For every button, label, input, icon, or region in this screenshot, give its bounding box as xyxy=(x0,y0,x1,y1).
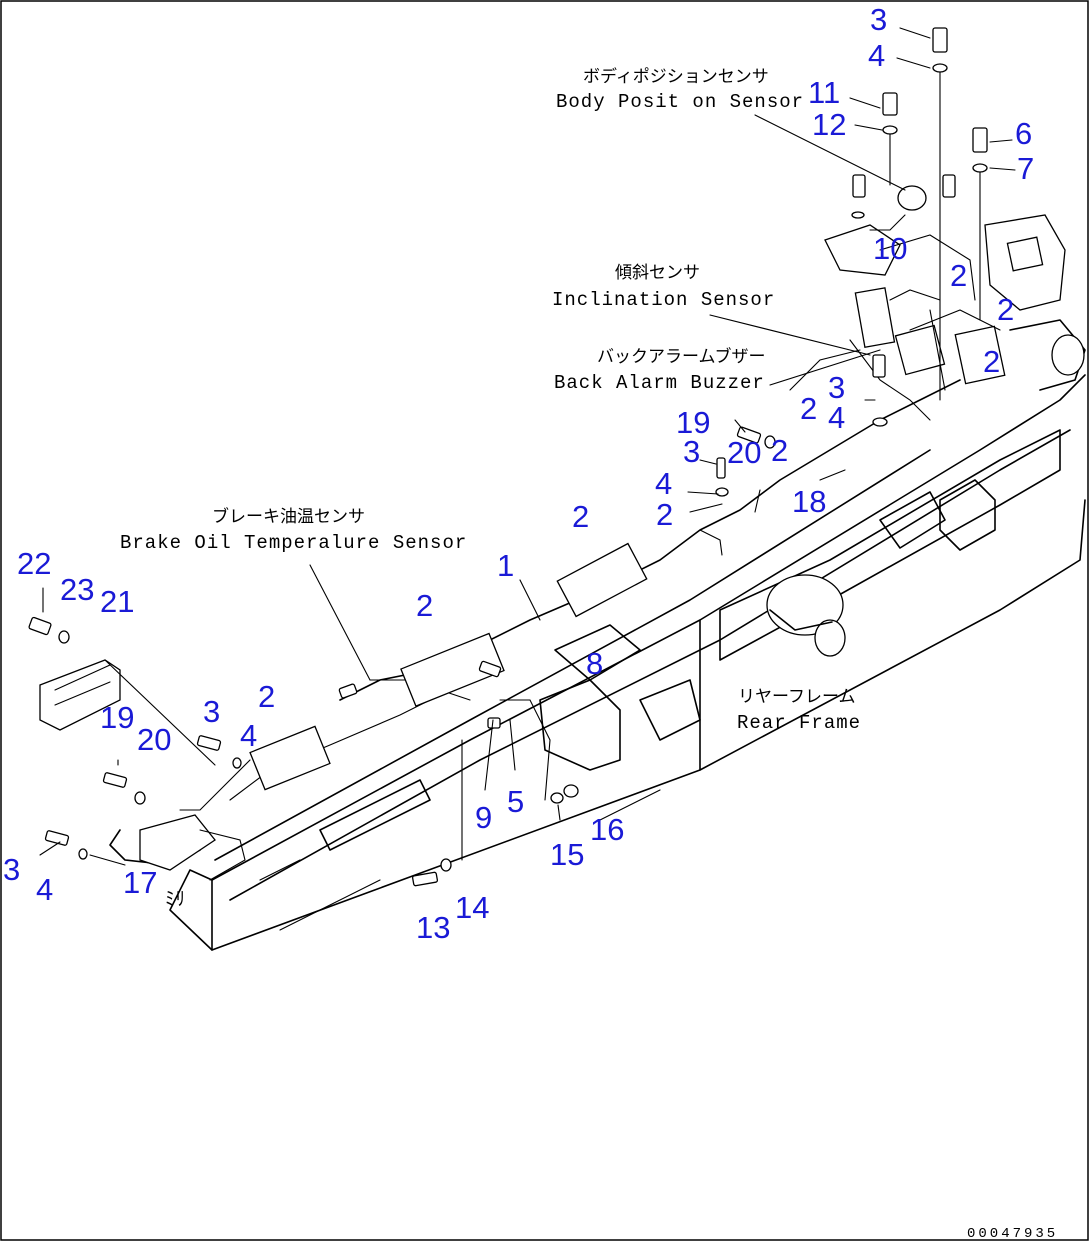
callout: 5 xyxy=(507,784,524,819)
callout: 3 xyxy=(683,434,700,469)
callout: 23 xyxy=(60,572,94,607)
callout: 15 xyxy=(550,837,584,872)
callout: 19 xyxy=(100,700,134,735)
rear-frame-en: Rear Frame xyxy=(737,712,861,734)
callout: 1 xyxy=(497,548,514,583)
callout: 2 xyxy=(416,588,433,623)
callout: 2 xyxy=(572,499,589,534)
callout: 2 xyxy=(950,258,967,293)
component-labels: ボディポジションセンサ Body Posit on Sensor 傾斜センサ I… xyxy=(120,66,861,734)
callout: 4 xyxy=(868,38,885,73)
brake-oil-sensor-en: Brake Oil Temperalure Sensor xyxy=(120,532,467,554)
body-position-sensor-jp: ボディポジションセンサ xyxy=(583,66,769,87)
callout: 13 xyxy=(416,910,450,945)
callout: 4 xyxy=(655,466,672,501)
rear-frame-jp: リヤーフレーム xyxy=(738,687,855,707)
callout: 2 xyxy=(983,344,1000,379)
callout: 2 xyxy=(771,433,788,468)
callout: 8 xyxy=(586,646,603,681)
callout: 10 xyxy=(873,231,907,266)
callout: 2 xyxy=(800,391,817,426)
wiring-harness: ﾐﾘ xyxy=(39,379,961,911)
callout: 3 xyxy=(828,370,845,405)
callout: 3 xyxy=(203,694,220,729)
callout: 4 xyxy=(240,718,257,753)
callout: 18 xyxy=(792,484,826,519)
callout: 2 xyxy=(656,497,673,532)
callout: 2 xyxy=(997,292,1014,327)
callout: 11 xyxy=(808,75,840,110)
drawing-code: 00047935 xyxy=(967,1226,1058,1242)
callout: 19 xyxy=(676,405,710,440)
callout: 4 xyxy=(36,872,53,907)
callout: 12 xyxy=(812,107,846,142)
callout: 20 xyxy=(727,435,761,470)
body-position-sensor-en: Body Posit on Sensor xyxy=(556,91,804,113)
back-alarm-buzzer-jp: バックアラームブザー xyxy=(597,346,765,367)
callout: 2 xyxy=(258,679,275,714)
callout: 16 xyxy=(590,812,624,847)
brake-oil-sensor-jp: ブレーキ油温センサ xyxy=(212,506,365,527)
callout: 7 xyxy=(1017,151,1034,186)
fasteners xyxy=(28,27,988,887)
callout: 3 xyxy=(3,852,20,887)
callout: 3 xyxy=(870,2,887,37)
rear-frame xyxy=(169,319,1086,951)
svg-text:ﾐﾘ: ﾐﾘ xyxy=(165,889,186,911)
callout: 9 xyxy=(475,800,492,835)
callout: 14 xyxy=(455,890,489,925)
callout: 21 xyxy=(100,584,134,619)
inclination-sensor-en: Inclination Sensor xyxy=(552,289,775,311)
callout: 22 xyxy=(17,546,51,581)
part-callouts: 3 4 11 12 6 7 10 2 2 2 3 4 2 19 3 20 2 4… xyxy=(3,2,1034,945)
callout: 4 xyxy=(828,400,845,435)
sensor-assembly xyxy=(789,185,1066,421)
callout: 17 xyxy=(123,865,157,900)
back-alarm-buzzer-en: Back Alarm Buzzer xyxy=(554,372,765,394)
callout: 20 xyxy=(137,722,171,757)
callout: 6 xyxy=(1015,116,1032,151)
inclination-sensor-jp: 傾斜センサ xyxy=(615,263,700,283)
leader-lines xyxy=(39,27,1016,866)
